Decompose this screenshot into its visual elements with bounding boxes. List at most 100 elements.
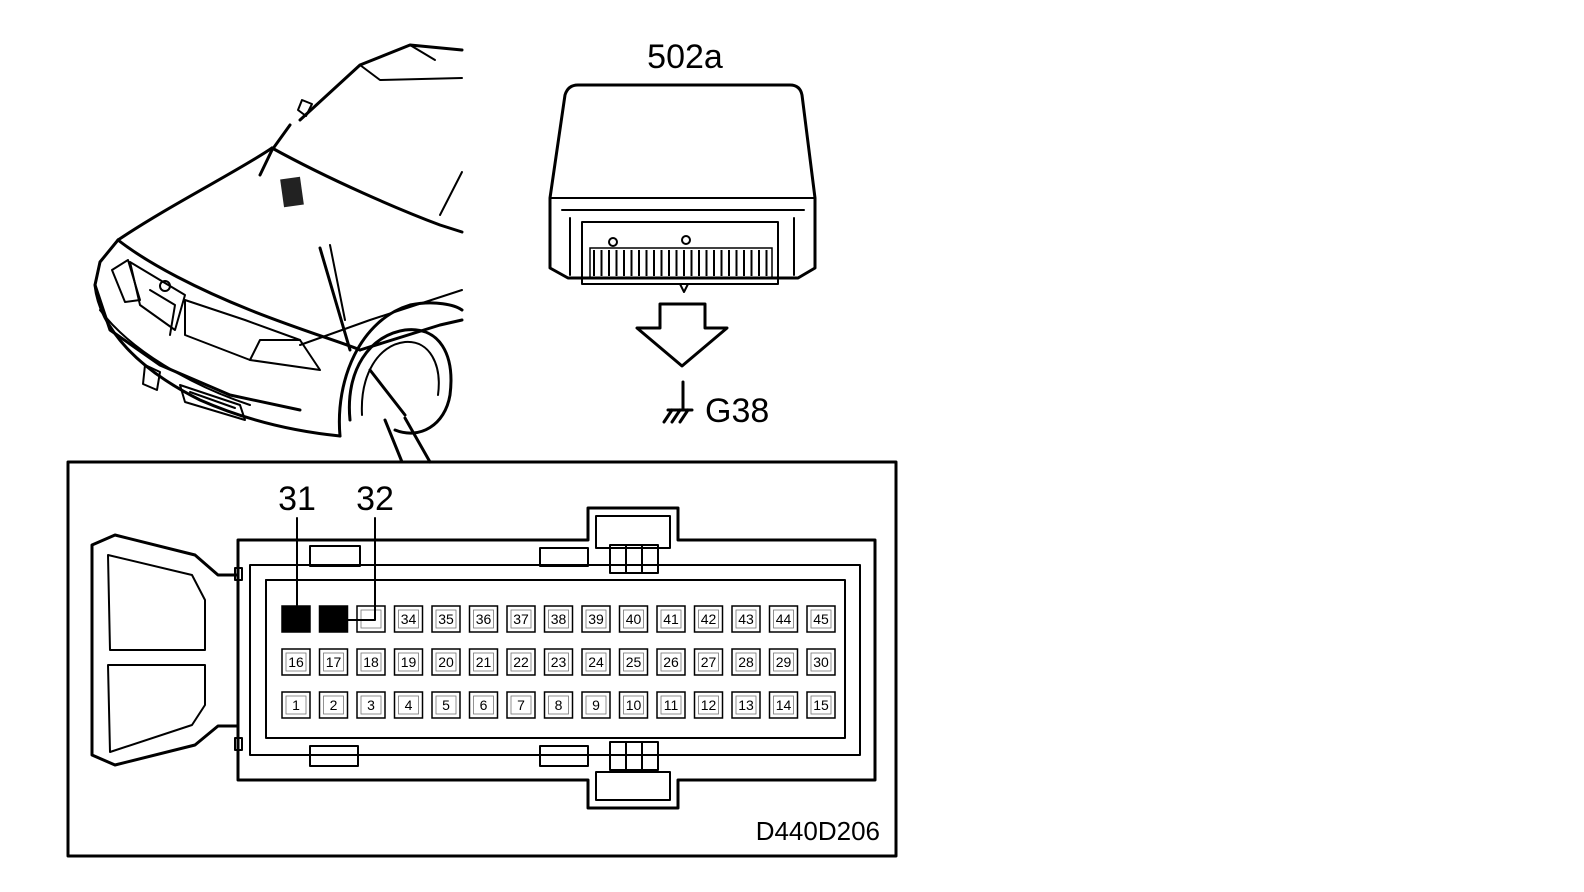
connector-pin-label: 45 <box>813 611 829 627</box>
ground-symbol-icon <box>662 380 694 424</box>
connector-pin-label: 1 <box>292 697 300 713</box>
connector-pin: 24 <box>581 648 611 676</box>
connector-pin-label: 30 <box>813 654 829 670</box>
connector-detail-frame <box>66 460 898 858</box>
connector-pin: 37 <box>506 605 536 633</box>
connector-pin: 39 <box>581 605 611 633</box>
connector-pin: 16 <box>281 648 311 676</box>
connector-pin-label: 15 <box>813 697 829 713</box>
connector-pin: 21 <box>468 648 499 676</box>
connector-pin-label: 27 <box>701 654 717 670</box>
connector-pin-inner <box>773 652 794 672</box>
connector-pin-label: 42 <box>701 611 717 627</box>
connector-pin: 4 <box>393 691 424 719</box>
connector-pin: 17 <box>318 648 349 676</box>
connector-pin-label: 11 <box>664 697 679 713</box>
connector-pin: 43 <box>731 605 761 633</box>
connector-pin-label: 28 <box>738 654 754 670</box>
connector-pin-label: 43 <box>738 611 754 627</box>
connector-pin-inner <box>285 695 307 715</box>
connector-pin: 10 <box>618 691 649 719</box>
connector-pin-inner <box>623 695 644 715</box>
connector-pin-label: 12 <box>701 697 717 713</box>
connector-pin-inner <box>473 609 494 629</box>
connector-pin-inner <box>585 609 607 629</box>
connector-pin-label: 22 <box>513 654 529 670</box>
connector-pin-label: 8 <box>555 697 563 713</box>
connector-pin-label: 4 <box>405 697 413 713</box>
connector-pin-label: 34 <box>401 611 417 627</box>
connector-pin-inner <box>810 609 832 629</box>
connector-pin-inner <box>773 695 794 715</box>
connector-pin: 11 <box>656 691 686 719</box>
connector-pin-inner <box>698 652 719 672</box>
connector-pin-inner <box>810 695 832 715</box>
connector-pin: 30 <box>806 648 836 676</box>
connector-pin-inner <box>735 609 757 629</box>
callout-pin-31: 31 <box>278 480 316 518</box>
connector-pin: 41 <box>656 605 686 633</box>
connector-pin-inner <box>773 609 794 629</box>
connector-pin: 14 <box>768 691 799 719</box>
connector-pin-inner <box>510 652 532 672</box>
connector-pin-label: 26 <box>663 654 679 670</box>
connector-pin: 15 <box>806 691 836 719</box>
control-module <box>548 83 817 293</box>
connector-pin: 5 <box>431 691 461 719</box>
connector-pin-label: 9 <box>592 697 600 713</box>
connector-pin-label: 18 <box>363 654 379 670</box>
connector-pin-label: 6 <box>480 697 488 713</box>
connector-pin-inner <box>398 695 419 715</box>
connector-pin: 45 <box>806 605 836 633</box>
connector-pin-inner <box>623 609 644 629</box>
connector-pin-inner <box>548 609 569 629</box>
connector-pin-inner <box>660 652 682 672</box>
connector-pin-inner <box>810 652 832 672</box>
connector-pin: 27 <box>693 648 724 676</box>
connector-pin-inner <box>585 652 607 672</box>
connector-pin-label: 44 <box>776 611 792 627</box>
connector-pin: 34 <box>393 605 424 633</box>
connector-pin: 9 <box>581 691 611 719</box>
connector-pin-label: 23 <box>551 654 567 670</box>
connector-pin-label: 38 <box>551 611 567 627</box>
connector-pin <box>318 605 349 633</box>
connector-pin-label: 40 <box>626 611 642 627</box>
connector-pin-inner <box>735 695 757 715</box>
connector-pin-label: 41 <box>663 611 679 627</box>
connector-pin: 28 <box>731 648 761 676</box>
connector-housing <box>90 506 877 810</box>
connector-pin-label: 7 <box>517 697 525 713</box>
connector-pin-inner <box>473 695 494 715</box>
connector-pin: 29 <box>768 648 799 676</box>
connector-pin: 35 <box>431 605 461 633</box>
connector-pin: 1 <box>281 691 311 719</box>
connector-pin-inner <box>548 652 569 672</box>
connector-pin: 26 <box>656 648 686 676</box>
connector-pin-label: 14 <box>776 697 792 713</box>
connector-pin: 36 <box>468 605 499 633</box>
connector-pin-label: 10 <box>626 697 642 713</box>
connector-pin: 42 <box>693 605 724 633</box>
connector-pin-label: 19 <box>401 654 417 670</box>
connector-pin-inner <box>435 609 457 629</box>
connector-pin-inner <box>285 609 307 629</box>
connector-pin-label: 36 <box>476 611 492 627</box>
connector-pin-inner <box>323 652 344 672</box>
connector-pin-label: 16 <box>288 654 304 670</box>
connector-pin: 3 <box>356 691 386 719</box>
connector-pin: 19 <box>393 648 424 676</box>
connector-pin-label: 5 <box>442 697 450 713</box>
connector-pin-inner <box>398 609 419 629</box>
connector-pin-inner <box>660 609 682 629</box>
connector-pin-label: 37 <box>513 611 529 627</box>
connector-pin-label: 35 <box>438 611 454 627</box>
connector-pin-inner <box>660 695 682 715</box>
connector-pin-inner <box>585 695 607 715</box>
callout-pin-32: 32 <box>356 480 394 518</box>
down-arrow-icon <box>635 302 729 368</box>
connector-pin-label: 2 <box>330 697 338 713</box>
connector-pin-label: 13 <box>738 697 754 713</box>
connector-pin-inner <box>435 695 457 715</box>
